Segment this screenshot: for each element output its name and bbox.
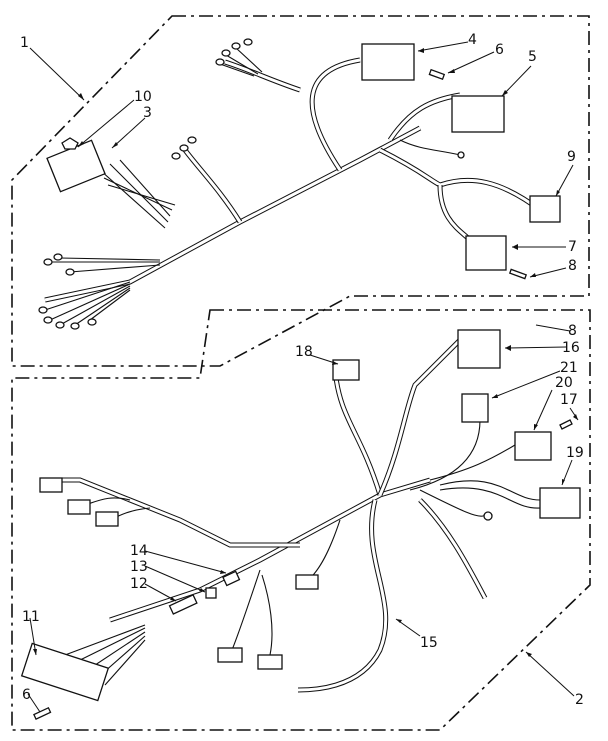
callout-17: 17 bbox=[560, 392, 578, 408]
callout-9: 9 bbox=[567, 149, 576, 165]
callout-13: 13 bbox=[130, 559, 148, 575]
callout-11: 11 bbox=[22, 609, 40, 625]
callout-19: 19 bbox=[566, 445, 584, 461]
callout-10: 10 bbox=[134, 89, 152, 105]
callout-16: 16 bbox=[562, 340, 580, 356]
callout-14: 14 bbox=[130, 543, 148, 559]
callout-15: 15 bbox=[420, 635, 438, 651]
callout-5: 5 bbox=[528, 49, 537, 65]
upper-harness bbox=[38, 38, 561, 330]
lower-assembly-frame bbox=[11, 309, 591, 731]
callout-3: 3 bbox=[143, 105, 152, 121]
callout-1: 1 bbox=[20, 35, 29, 51]
callout-4: 4 bbox=[468, 32, 477, 48]
callout-8-upper: 8 bbox=[568, 258, 577, 274]
lower-harness bbox=[20, 329, 581, 720]
callout-18: 18 bbox=[295, 344, 313, 360]
callout-6-upper: 6 bbox=[495, 42, 504, 58]
callout-8-lower: 8 bbox=[568, 323, 577, 339]
callout-7: 7 bbox=[568, 239, 577, 255]
callout-20: 20 bbox=[555, 375, 573, 391]
callout-6-lower: 6 bbox=[22, 687, 31, 703]
leader-lines bbox=[27, 41, 579, 713]
callout-12: 12 bbox=[130, 576, 148, 592]
callout-21: 21 bbox=[560, 360, 578, 376]
upper-assembly-frame bbox=[11, 15, 590, 367]
callout-2: 2 bbox=[575, 692, 584, 708]
